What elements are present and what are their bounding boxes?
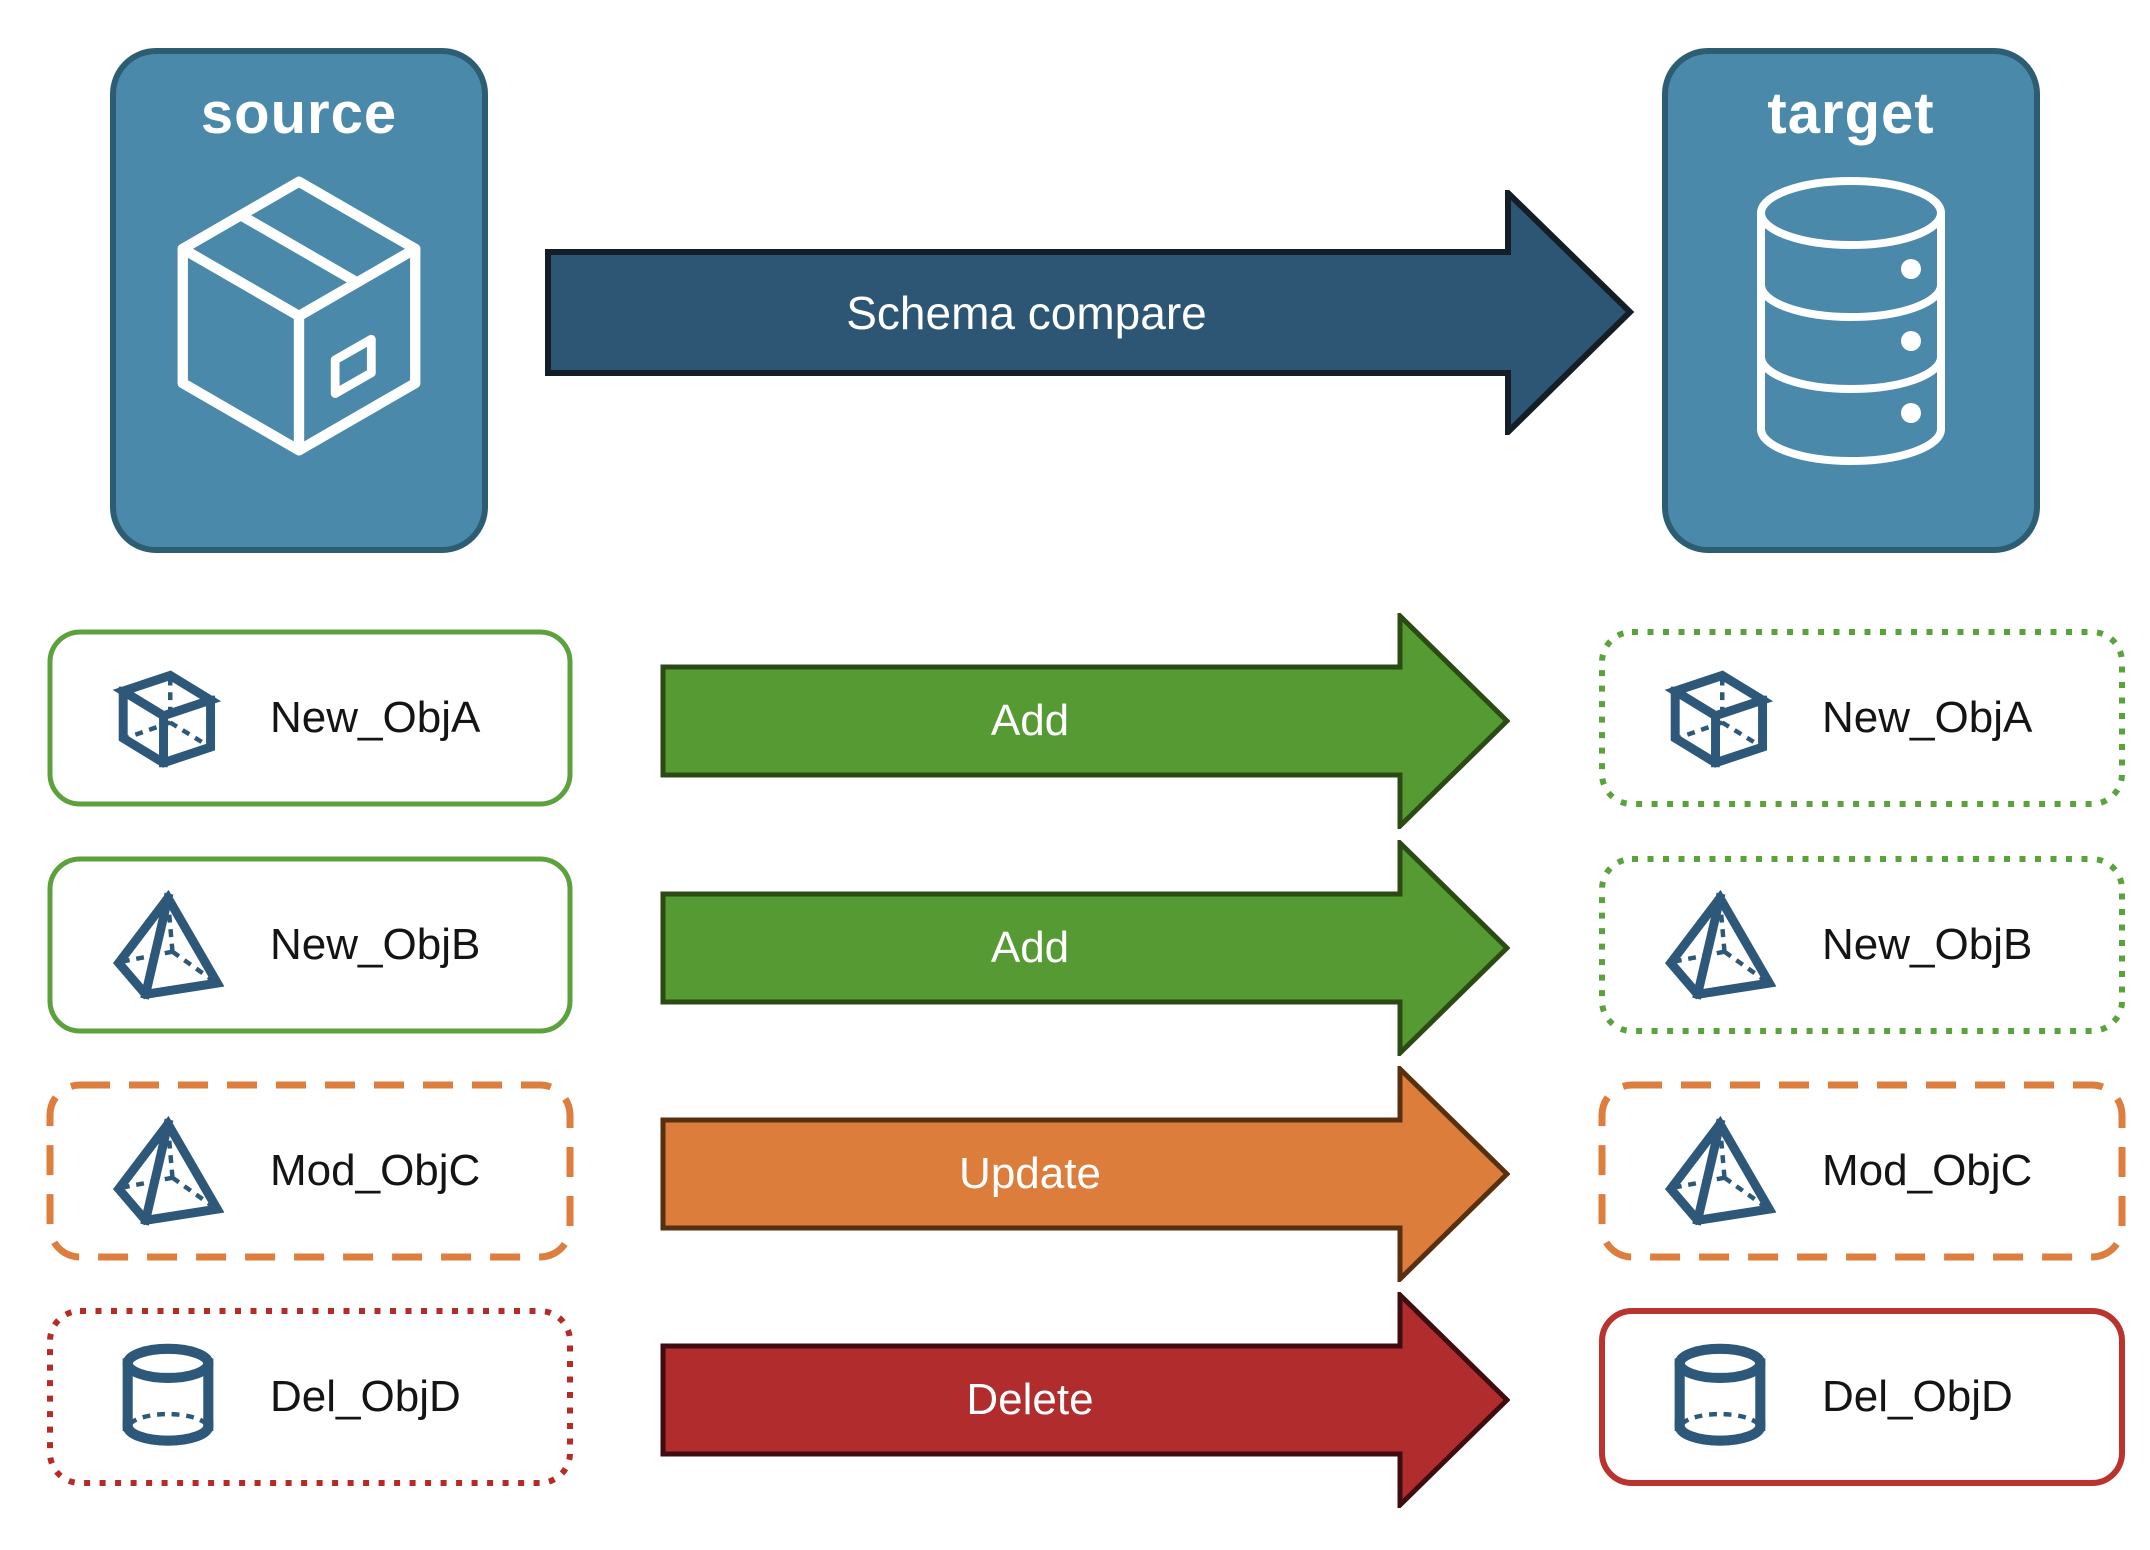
object-label: Del_ObjD: [270, 1372, 461, 1421]
database-icon: [1731, 161, 1971, 481]
target-panel: target: [1662, 48, 2040, 553]
target-panel-title: target: [1767, 81, 1935, 146]
add-arrow-row1: Add: [660, 610, 1511, 832]
source-object-del-objd: Del_ObjD: [46, 1307, 574, 1487]
object-label: Mod_ObjC: [270, 1146, 481, 1195]
source-object-new-objb: New_ObjB: [46, 855, 574, 1035]
cube-icon: [112, 662, 224, 774]
update-arrow: Update: [660, 1063, 1511, 1285]
object-label: New_ObjB: [1822, 920, 2033, 969]
cylinder-icon: [1664, 1341, 1776, 1453]
arrow-label: Add: [990, 923, 1070, 972]
arrow-label: Add: [990, 696, 1070, 745]
schema-compare-arrow-label: Schema compare: [846, 286, 1207, 339]
arrow-label: Update: [959, 1149, 1101, 1198]
schema-compare-arrow-shape: [545, 185, 1635, 440]
target-object-new-obja: New_ObjA: [1598, 628, 2126, 808]
schema-compare-arrow: Schema compare: [545, 185, 1635, 440]
delete-arrow: Delete: [660, 1289, 1511, 1511]
cube-icon: [1664, 662, 1776, 774]
object-label: New_ObjB: [270, 920, 481, 969]
object-label: Mod_ObjC: [1822, 1146, 2033, 1195]
object-label: New_ObjA: [1822, 693, 2033, 742]
object-label: Del_ObjD: [1822, 1372, 2013, 1421]
package-icon: [144, 161, 454, 471]
source-panel-title: source: [200, 81, 398, 146]
target-object-del-objd: Del_ObjD: [1598, 1307, 2126, 1487]
add-arrow-row2: Add: [660, 837, 1511, 1059]
pyramid-icon: [1664, 1115, 1776, 1227]
object-label: New_ObjA: [270, 693, 481, 742]
source-object-new-obja: New_ObjA: [46, 628, 574, 808]
arrow-label: Delete: [966, 1375, 1094, 1424]
source-panel: source: [110, 48, 488, 553]
pyramid-icon: [112, 889, 224, 1001]
pyramid-icon: [112, 1115, 224, 1227]
target-object-new-objb: New_ObjB: [1598, 855, 2126, 1035]
pyramid-icon: [1664, 889, 1776, 1001]
target-object-mod-objc: Mod_ObjC: [1598, 1081, 2126, 1261]
cylinder-icon: [112, 1341, 224, 1453]
source-object-mod-objc: Mod_ObjC: [46, 1081, 574, 1261]
